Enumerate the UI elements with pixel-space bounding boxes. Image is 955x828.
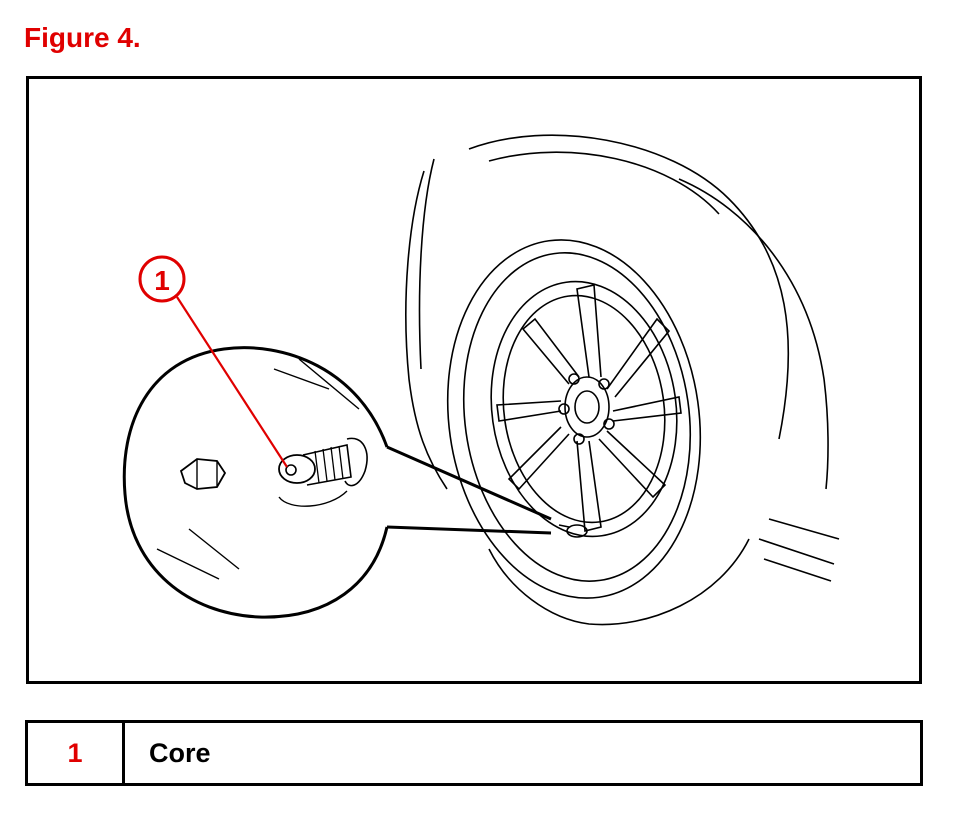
callout-circle [138,255,186,303]
wheel-rim [490,280,682,538]
tire [446,239,750,626]
legend-number: 1 [28,723,125,783]
legend-label: Core [149,737,211,768]
legend-table: 1 Core [25,720,923,786]
callout-1: 1 [138,255,288,468]
fender-lines [405,134,840,582]
tire-valve-illustration: 1 [122,134,840,626]
valve-stem [558,524,588,538]
callout-leader-line [176,296,288,468]
callout-number: 1 [154,265,170,296]
illustration-frame: 1 [26,76,922,684]
figure-title: Figure 4. [24,22,141,53]
magnifier [122,346,552,619]
